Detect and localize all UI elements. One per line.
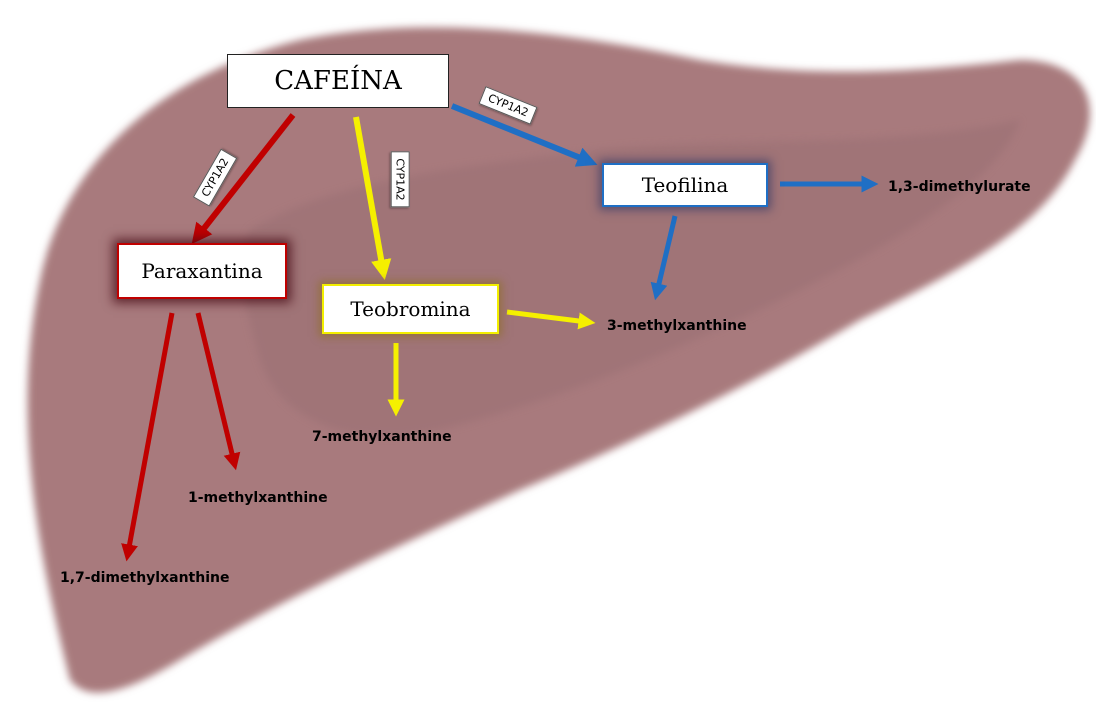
node-teobromina: Teobromina (322, 284, 499, 334)
metabolite-1-methylxanthine: 1-methylxanthine (188, 490, 328, 506)
metabolite-1-7-dimethylxanthine: 1,7-dimethylxanthine (60, 570, 229, 586)
metabolite-1-3-dimethylurate: 1,3-dimethylurate (888, 179, 1031, 195)
node-paraxantina: Paraxantina (117, 243, 287, 299)
enzyme-label-yellow: CYP1A2 (391, 151, 410, 207)
node-teofilina: Teofilina (602, 163, 768, 207)
metabolite-3-methylxanthine: 3-methylxanthine (607, 318, 747, 334)
metabolite-7-methylxanthine: 7-methylxanthine (312, 429, 452, 445)
node-cafeina: CAFEÍNA (227, 54, 449, 108)
